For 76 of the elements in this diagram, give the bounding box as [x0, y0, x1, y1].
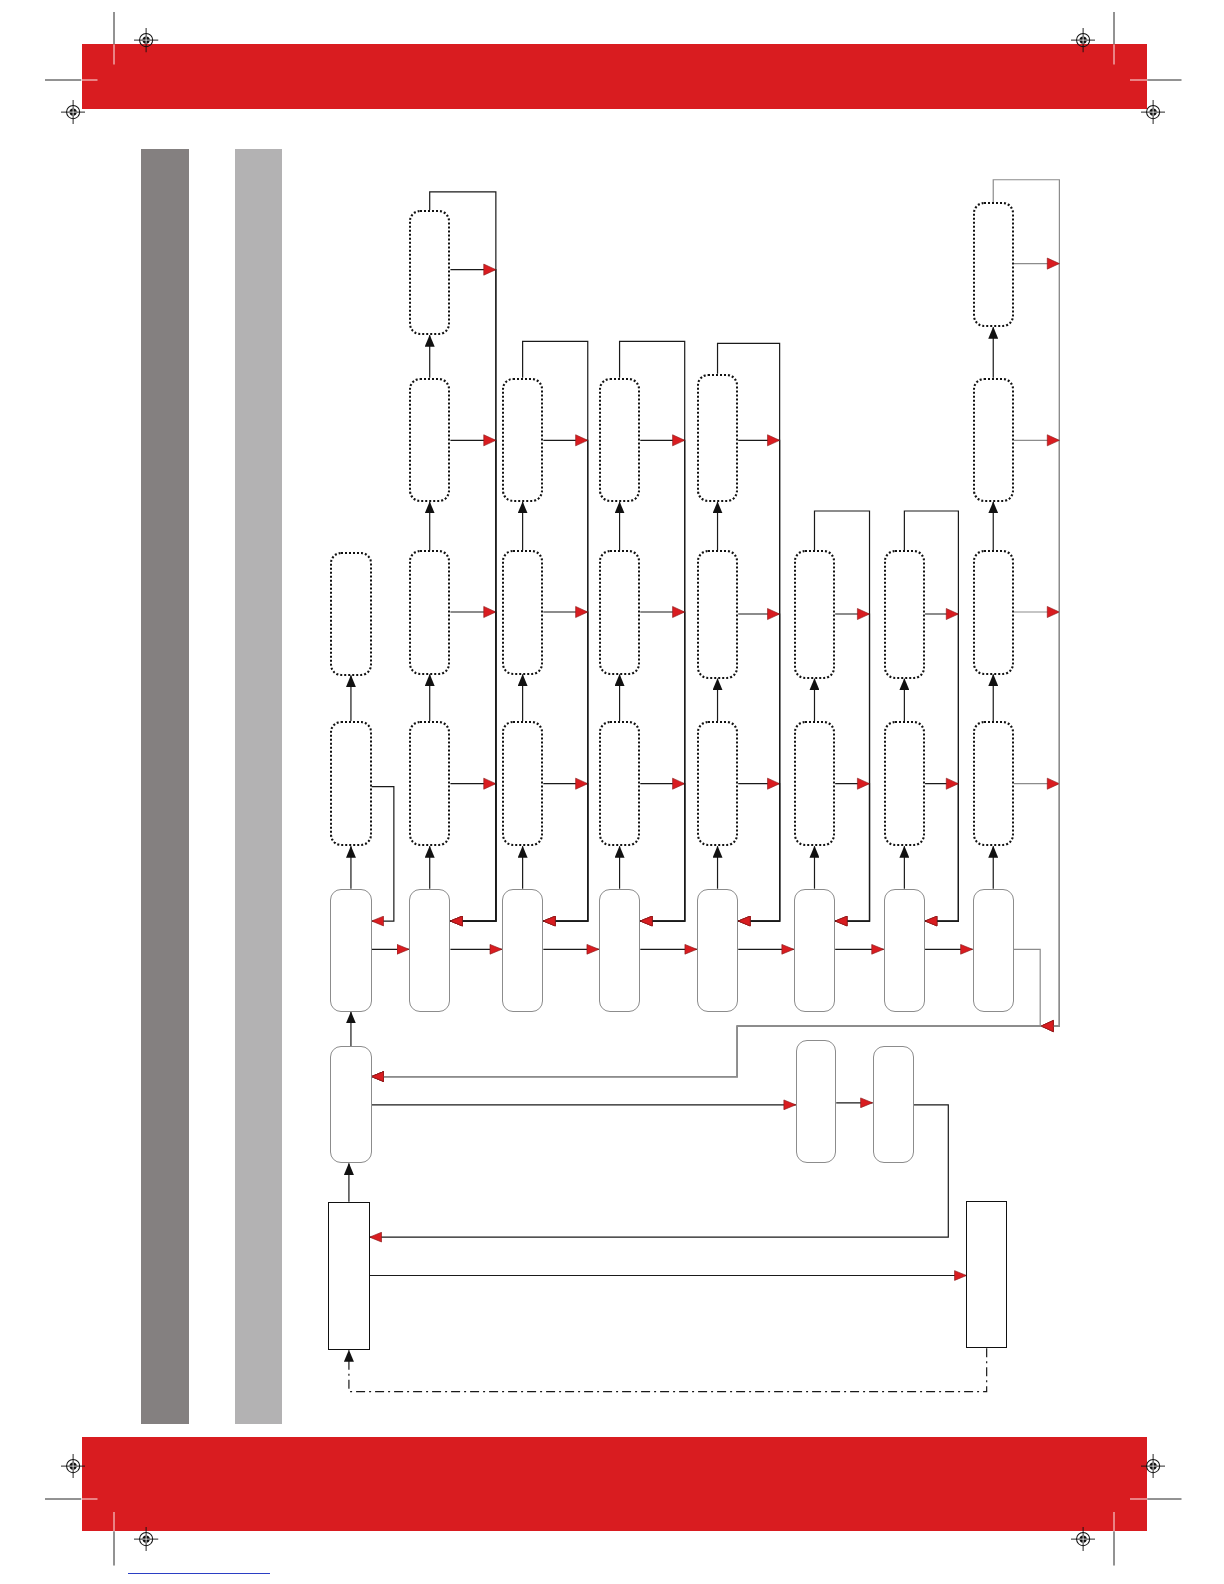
dotted-process-box [501, 721, 544, 847]
arrow [988, 674, 999, 722]
arrow [712, 845, 723, 890]
arrow [345, 845, 356, 890]
process-box [598, 888, 641, 1012]
arrow [424, 845, 435, 890]
arrow [809, 845, 820, 890]
arrow [517, 501, 528, 551]
process-box [972, 888, 1014, 1012]
rectangle-box [966, 1200, 1007, 1349]
arrow [517, 674, 528, 722]
dotted-process-box [409, 377, 451, 502]
dotted-process-box [793, 550, 836, 679]
arrow [988, 326, 999, 379]
dotted-process-box [972, 721, 1014, 847]
arrow [369, 1270, 968, 1281]
dotted-process-box [972, 377, 1014, 502]
dotted-process-box [330, 721, 372, 847]
arrow [737, 944, 795, 955]
dotted-process-box [598, 721, 641, 847]
process-box [696, 888, 739, 1012]
arrow [371, 786, 395, 927]
arrow [712, 678, 723, 722]
dotted-process-box [793, 721, 836, 847]
arrow [517, 845, 528, 890]
process-box [795, 1040, 837, 1164]
arrow [924, 944, 974, 955]
process-box [409, 888, 451, 1012]
arrow [424, 501, 435, 551]
dotted-process-box [598, 377, 641, 502]
arrow [899, 678, 910, 722]
arrow [345, 675, 356, 722]
dotted-process-box [883, 721, 926, 847]
arrow [343, 1347, 988, 1393]
process-box [330, 1046, 372, 1164]
dotted-process-box [501, 550, 544, 675]
dotted-process-box [409, 210, 451, 336]
process-box [330, 888, 372, 1012]
arrow [809, 678, 820, 722]
arrow [614, 674, 625, 722]
arrow [614, 845, 625, 890]
dotted-process-box [501, 377, 544, 502]
dotted-process-box [972, 550, 1014, 675]
dotted-process-box [409, 721, 451, 847]
arrow [424, 674, 435, 722]
process-box [872, 1046, 914, 1164]
arrow [835, 1097, 874, 1108]
dotted-process-box [598, 550, 641, 675]
side-bar [235, 149, 282, 1424]
arrow [614, 501, 625, 551]
arrow [988, 845, 999, 890]
arrow [542, 944, 600, 955]
arrow [424, 334, 435, 379]
dotted-process-box [696, 373, 739, 502]
arrow [834, 944, 885, 955]
arrow [712, 501, 723, 551]
arrow [369, 1104, 949, 1243]
arrow [345, 1011, 356, 1047]
process-box [793, 888, 836, 1012]
dotted-process-box [696, 550, 739, 679]
arrow [988, 501, 999, 551]
process-box [501, 888, 544, 1012]
dotted-process-box [330, 552, 372, 676]
process-box [883, 888, 926, 1012]
arrow [371, 1099, 797, 1111]
dotted-process-box [696, 721, 739, 847]
dotted-process-box [972, 201, 1014, 328]
side-bar [141, 149, 189, 1424]
arrow [899, 845, 910, 890]
arrow [449, 944, 503, 955]
arrow [343, 1162, 354, 1203]
dotted-process-box [409, 550, 451, 675]
dotted-process-box [883, 550, 926, 679]
arrow [639, 944, 698, 955]
rectangle-box [328, 1201, 370, 1351]
arrow [371, 944, 410, 955]
